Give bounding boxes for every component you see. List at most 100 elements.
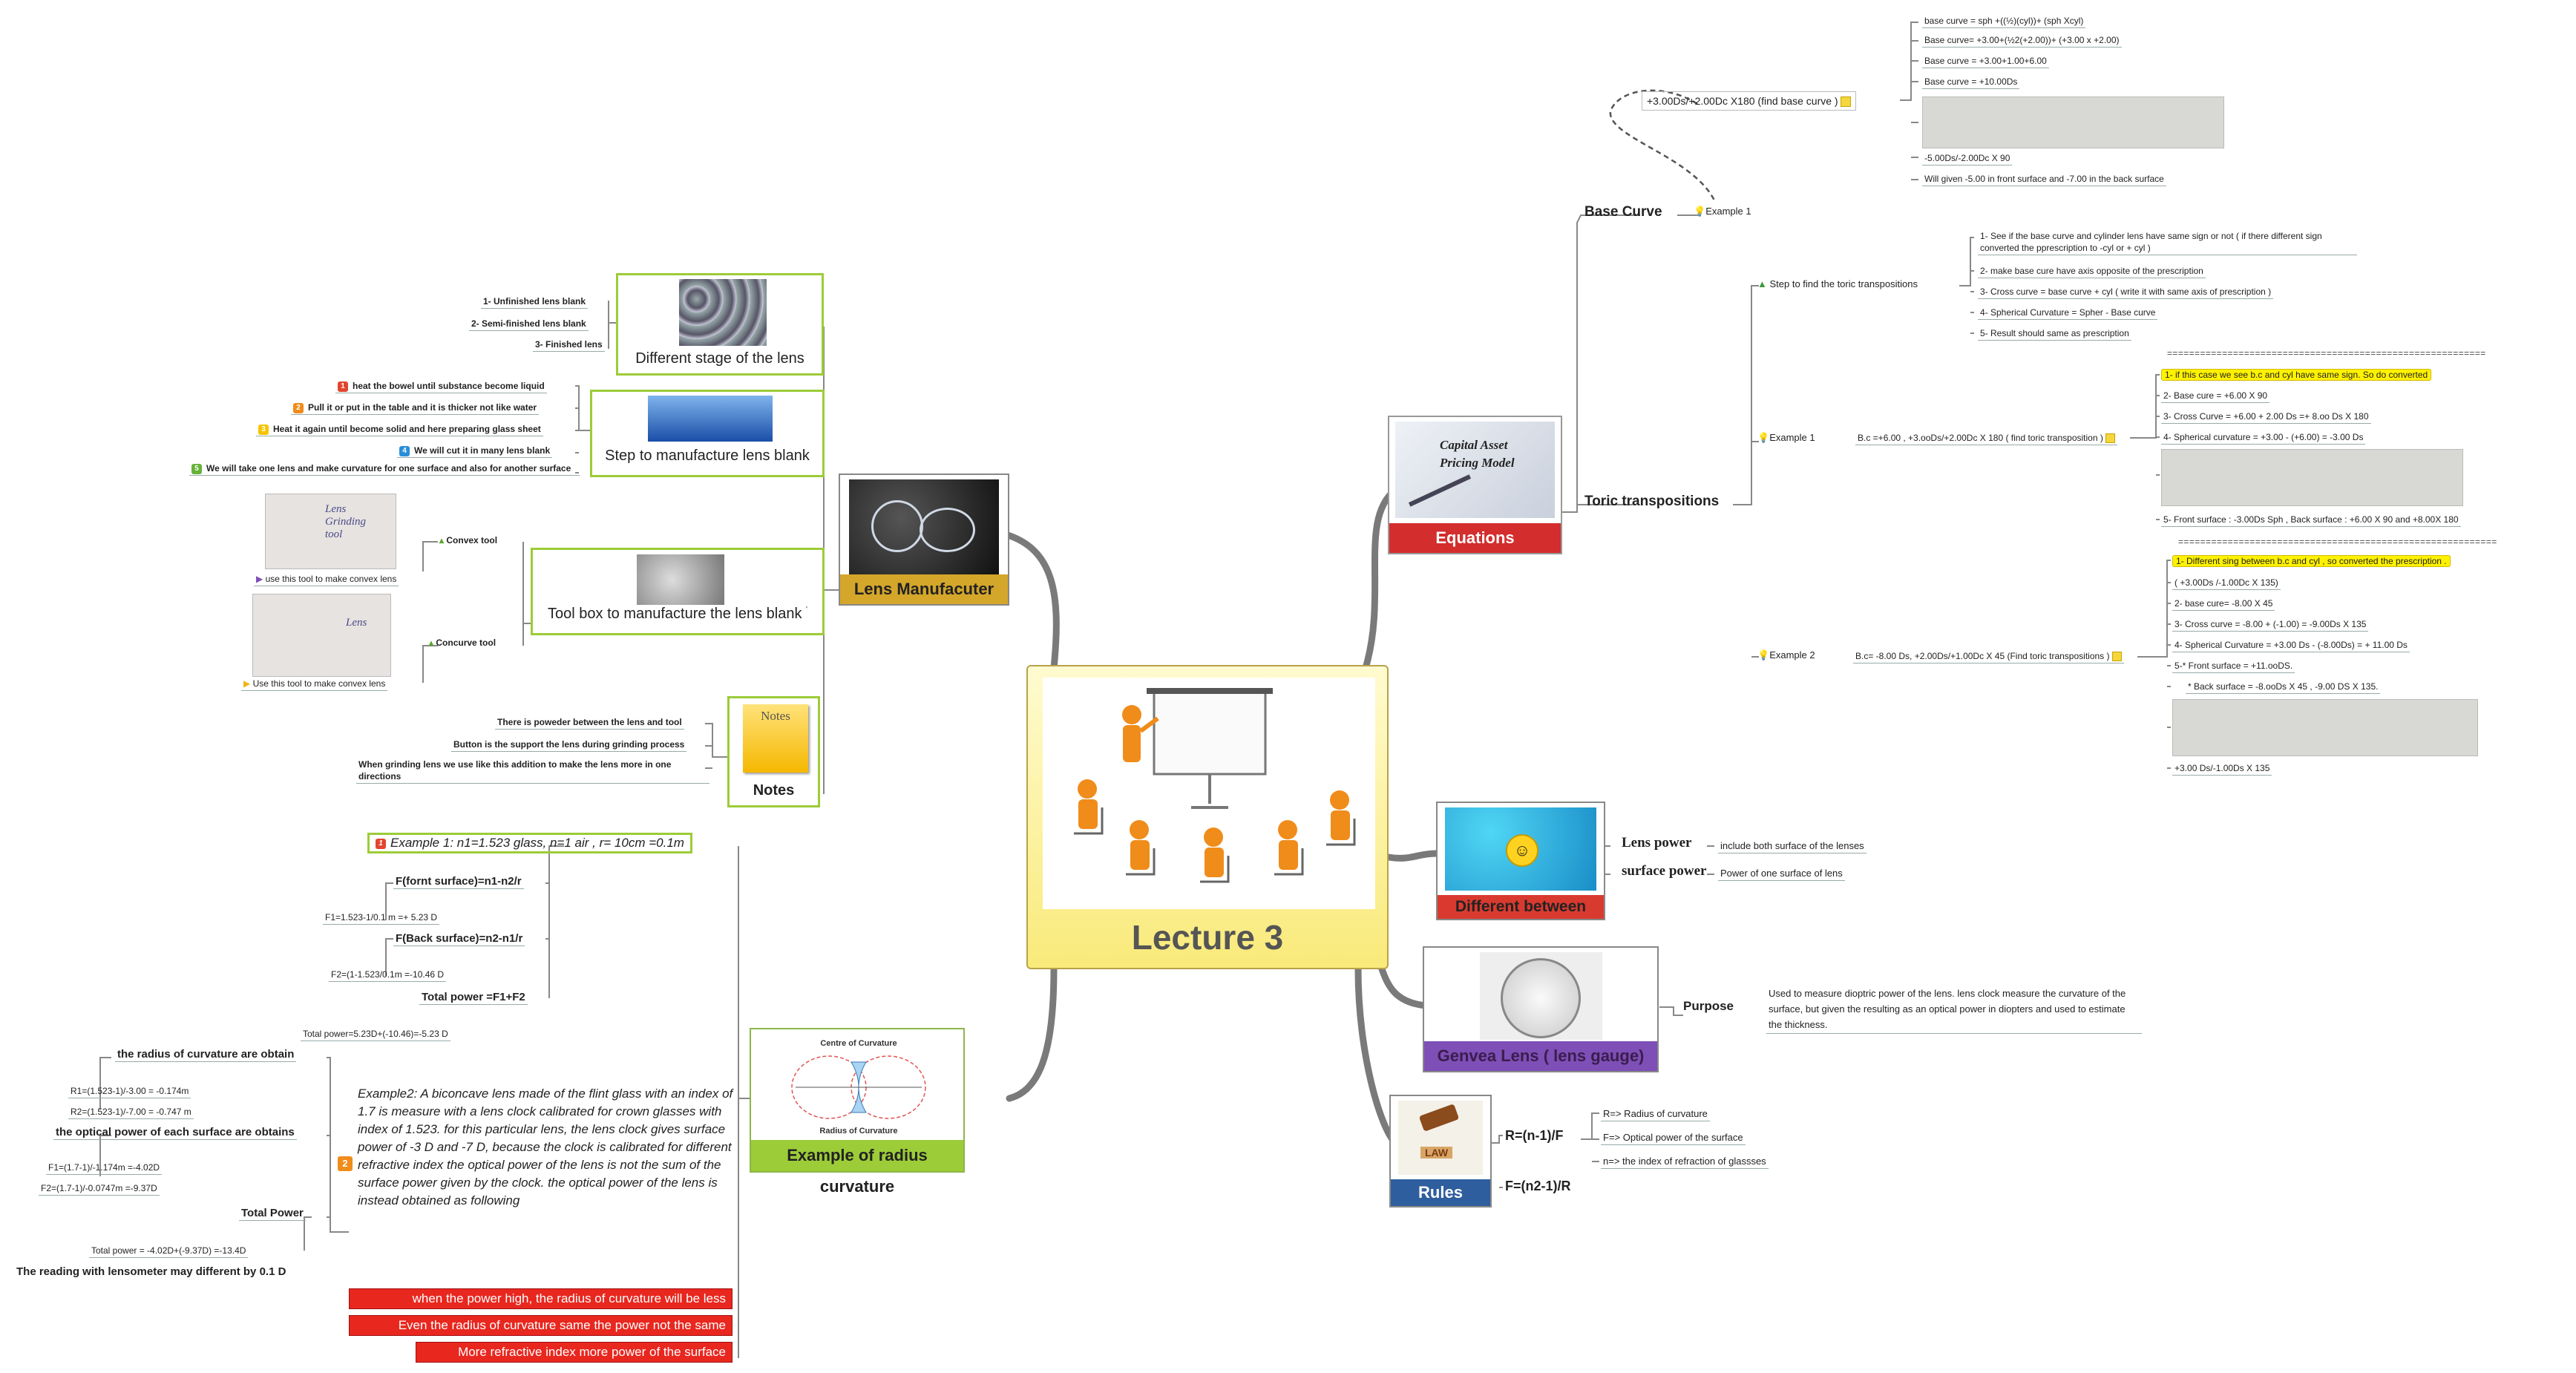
concave-tool[interactable]: ▴ Concurve tool bbox=[429, 637, 496, 649]
presentation-image bbox=[1043, 678, 1375, 909]
purpose-text: Used to measure dioptric power of the le… bbox=[1766, 986, 2142, 1034]
surface-power-desc: Power of one surface of lens bbox=[1718, 868, 1845, 881]
priority-1-icon: 1 bbox=[338, 381, 348, 392]
base-curve-label[interactable]: Base Curve bbox=[1584, 204, 1662, 220]
flag-icon: ▶ bbox=[243, 678, 251, 689]
central-topic[interactable]: Lecture 3 bbox=[1026, 665, 1389, 969]
note-icon: ' bbox=[806, 606, 807, 614]
toric-steps-label[interactable]: ▲ Step to find the toric transpositions bbox=[1757, 278, 1918, 290]
toric-ex1-label: Example 1 bbox=[1769, 432, 1815, 443]
base-curve-problem[interactable]: +3.00Ds/+2.00Dc X180 (find base curve ) bbox=[1642, 91, 1857, 111]
toric-ex2-problem: B.c= -8.00 Ds, +2.00Ds/+1.00Dc X 45 (Fin… bbox=[1853, 650, 2124, 663]
rule-formula-1[interactable]: R=(n-1)/F bbox=[1505, 1128, 1564, 1143]
notes-box[interactable]: Notes Notes bbox=[727, 696, 820, 807]
rules-label: Rules bbox=[1391, 1179, 1490, 1206]
manufacture-steps-label: Step to manufacture lens blank bbox=[605, 448, 810, 464]
purpose-label[interactable]: Purpose bbox=[1683, 999, 1734, 1013]
equations-topic[interactable]: Capital Asset Pricing Model Equations bbox=[1388, 416, 1562, 554]
lens-power-term[interactable]: Lens power bbox=[1622, 835, 1692, 851]
pen-icon bbox=[1408, 474, 1472, 507]
toric-ex2-line-2: ( +3.00Ds /-1.00Dc X 135) bbox=[2172, 577, 2281, 590]
f1-calc: F1=(1.7-1)/-1.174m =-4.02D bbox=[46, 1161, 163, 1175]
base-step-3: Base curve = +3.00+1.00+6.00 bbox=[1922, 55, 2049, 68]
radius-label: Example of radius curvature bbox=[751, 1140, 963, 1196]
total-power-ex2: Total power = -4.02D+(-9.37D) =-13.4D bbox=[89, 1245, 249, 1258]
toric-ex2-sketch bbox=[2172, 699, 2478, 756]
toric-example-2[interactable]: 💡Example 2 bbox=[1757, 649, 1815, 661]
rule-formula-2[interactable]: F=(n2-1)/R bbox=[1505, 1179, 1571, 1193]
sketch-text: Lens Grinding tool bbox=[325, 503, 367, 540]
genvea-topic[interactable]: Genvea Lens ( lens gauge) bbox=[1423, 946, 1659, 1072]
stages-label: Different stage of the lens bbox=[635, 350, 804, 367]
toric-step-3: 3- Cross curve = base curve + cyl ( writ… bbox=[1978, 286, 2274, 299]
concave-note: ▶ Use this tool to make convex lens bbox=[241, 678, 388, 691]
base-curve-problem-text: +3.00Ds/+2.00Dc X180 (find base curve ) bbox=[1647, 95, 1838, 107]
toric-ex2-line-6: 5-* Front surface = +11.ooDS. bbox=[2172, 660, 2295, 673]
priority-1-icon: 1 bbox=[376, 838, 386, 849]
rules-topic[interactable]: LAW Rules bbox=[1389, 1095, 1492, 1207]
toric-steps-text: Step to find the toric transpositions bbox=[1769, 278, 1918, 289]
toric-step-2: 2- make base cure have axis opposite of … bbox=[1978, 265, 2206, 278]
red-note-2: Even the radius of curvature same the po… bbox=[349, 1315, 733, 1336]
stages-box[interactable]: Different stage of the lens bbox=[616, 273, 824, 376]
stage-3: 3- Finished lens bbox=[533, 338, 605, 352]
flag-icon: ▶ bbox=[256, 574, 263, 584]
red-note-1: when the power high, the radius of curva… bbox=[349, 1288, 733, 1309]
rule-def-2: F=> Optical power of the surface bbox=[1601, 1132, 1746, 1145]
equations-label: Equations bbox=[1389, 523, 1561, 553]
optical-power-label[interactable]: the optical power of each surface are ob… bbox=[53, 1127, 297, 1140]
smiley-image: ☺ bbox=[1445, 807, 1596, 891]
radius-example-2-text[interactable]: Example2: A biconcave lens made of the f… bbox=[358, 1085, 736, 1210]
central-title: Lecture 3 bbox=[1131, 918, 1284, 957]
genvea-label: Genvea Lens ( lens gauge) bbox=[1424, 1041, 1657, 1071]
radius-obtain-label[interactable]: the radius of curvature are obtain bbox=[115, 1049, 297, 1062]
toric-ex2-final: +3.00 Ds/-1.00Ds X 135 bbox=[2172, 762, 2272, 776]
total-power-formula[interactable]: Total power =F1+F2 bbox=[419, 992, 528, 1005]
toric-ex2-line-5: 4- Spherical Curvature = +3.00 Ds - (-8.… bbox=[2172, 639, 2410, 652]
lightbulb-icon: 💡 bbox=[1757, 432, 1770, 443]
sticky-note-icon: Notes bbox=[743, 704, 808, 773]
base-step-2: Base curve= +3.00+(½2(+2.00))+ (+3.00 x … bbox=[1922, 34, 2122, 47]
lens-icon bbox=[871, 500, 923, 552]
lens-manufacturer-topic[interactable]: Lens Manufacuter bbox=[839, 473, 1009, 606]
base-step-1: base curve = sph +((½)(cyl))+ (sph Xcyl) bbox=[1922, 15, 2086, 28]
highlight: 1- Different sing between b.c and cyl , … bbox=[2172, 555, 2451, 567]
toric-step-1: 1- See if the base curve and cylinder le… bbox=[1978, 230, 2357, 255]
convex-tool-text: Convex tool bbox=[446, 535, 498, 545]
stage-2: 2- Semi-finished lens blank bbox=[469, 318, 589, 331]
arrow-up-icon: ▲ bbox=[1757, 278, 1767, 289]
manufacture-steps-box[interactable]: Step to manufacture lens blank bbox=[590, 390, 825, 477]
toric-ex1-line-3: 3- Cross Curve = +6.00 + 2.00 Ds =+ 8.oo… bbox=[2161, 410, 2371, 424]
lenses-image bbox=[849, 479, 999, 574]
total-power-label[interactable]: Total Power bbox=[239, 1207, 306, 1221]
different-topic[interactable]: ☺ Different between bbox=[1436, 802, 1605, 920]
red-note-3: More refractive index more power of the … bbox=[416, 1342, 733, 1363]
toric-example-1[interactable]: 💡Example 1 bbox=[1757, 432, 1815, 444]
priority-2-icon: 2 bbox=[293, 402, 304, 413]
toric-label[interactable]: Toric transpositions bbox=[1584, 494, 1720, 509]
gauge-icon bbox=[1501, 958, 1581, 1038]
base-after-2: Will given -5.00 in front surface and -7… bbox=[1922, 173, 2166, 186]
smiley-icon: ☺ bbox=[1506, 834, 1538, 867]
convex-tool[interactable]: ▴ Convex tool bbox=[439, 534, 497, 546]
lightbulb-icon: 💡 bbox=[1757, 649, 1770, 661]
front-surface-formula[interactable]: F(fornt surface)=n1-n2/r bbox=[393, 876, 524, 889]
back-surface-formula[interactable]: F(Back surface)=n2-n1/r bbox=[393, 933, 525, 946]
toric-ex2-line-3: 2- base cure= -8.00 X 45 bbox=[2172, 597, 2275, 611]
example-label: Example 1 bbox=[1705, 206, 1751, 217]
toolbox-label-text: Tool box to manufacture the lens blank bbox=[548, 606, 802, 622]
toric-ex1-line-5: 5- Front surface : -3.00Ds Sph , Back su… bbox=[2161, 514, 2461, 527]
toric-ex1-problem-text: B.c =+6.00 , +3.ooDs/+2.00Dc X 180 ( fin… bbox=[1858, 433, 2103, 443]
radius-topic[interactable]: Centre of Curvature Radius of Curvature … bbox=[750, 1028, 965, 1196]
toolbox-box[interactable]: Tool box to manufacture the lens blank ' bbox=[531, 548, 825, 635]
surface-power-term[interactable]: surface power bbox=[1622, 863, 1707, 879]
toric-ex1-line-2: 2- Base cure = +6.00 X 90 bbox=[2161, 390, 2270, 403]
toric-step-5: 5- Result should same as prescription bbox=[1978, 327, 2131, 341]
base-curve-example[interactable]: 💡Example 1 bbox=[1694, 206, 1751, 217]
law-text: LAW bbox=[1420, 1147, 1453, 1159]
